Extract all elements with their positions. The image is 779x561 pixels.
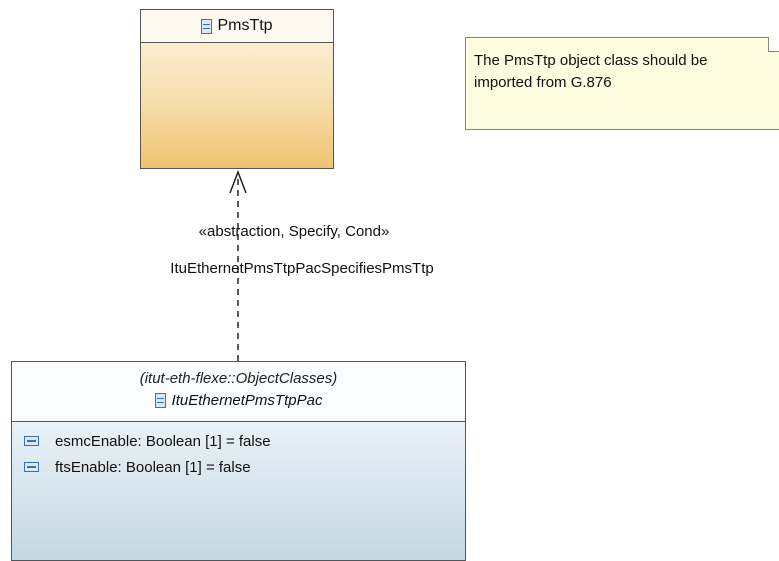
note-fold-corner xyxy=(768,37,779,52)
attribute-row[interactable]: ftsEnable: Boolean [1] = false xyxy=(12,454,465,480)
note-text: The PmsTtp object class should be import… xyxy=(474,52,708,91)
class-icon xyxy=(201,18,213,34)
attribute-text: ftsEnable: Boolean [1] = false xyxy=(55,458,251,476)
dependency-arrowhead xyxy=(229,169,247,194)
dependency-connector[interactable] xyxy=(0,0,779,542)
dependency-name: ItuEthernetPmsTtpPacSpecifiesPmsTtp xyxy=(170,260,434,277)
class-ituethernetpmsttppac[interactable]: (itut-eth-flexe::ObjectClasses) ItuEther… xyxy=(11,361,466,561)
dependency-stereotype: «abstraction, Specify, Cond» xyxy=(198,223,390,240)
attribute-icon xyxy=(24,462,39,472)
class-pmsttp-header[interactable]: PmsTtp xyxy=(141,10,333,43)
class-pmsttp-name: PmsTtp xyxy=(217,17,273,34)
class-pac-header[interactable]: (itut-eth-flexe::ObjectClasses) ItuEther… xyxy=(12,362,465,422)
attribute-text: esmcEnable: Boolean [1] = false xyxy=(55,432,271,450)
attribute-compartment: esmcEnable: Boolean [1] = false ftsEnabl… xyxy=(12,422,465,480)
attribute-icon xyxy=(24,436,39,446)
class-icon xyxy=(154,393,166,408)
class-pac-package: (itut-eth-flexe::ObjectClasses) xyxy=(139,370,338,387)
class-pmsttp[interactable]: PmsTtp xyxy=(140,9,334,169)
class-pac-name: ItuEthernetPmsTtpPac xyxy=(171,392,323,409)
note[interactable]: The PmsTtp object class should be import… xyxy=(465,37,779,130)
attribute-row[interactable]: esmcEnable: Boolean [1] = false xyxy=(12,428,465,454)
